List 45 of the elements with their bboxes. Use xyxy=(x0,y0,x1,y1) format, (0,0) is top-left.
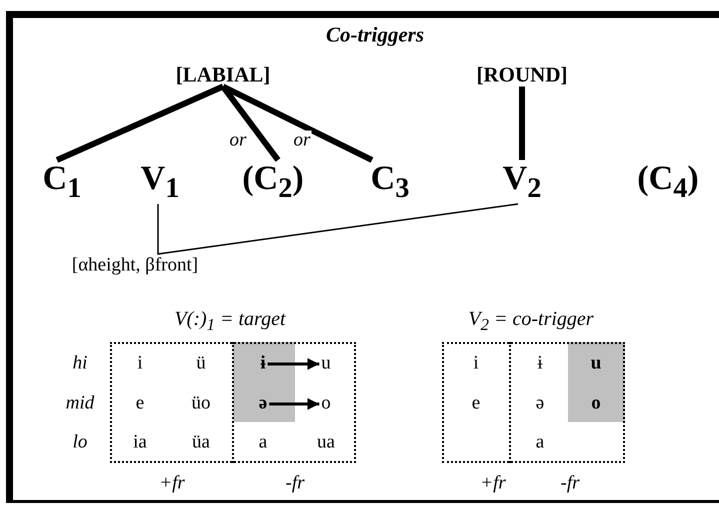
association-line xyxy=(56,84,224,163)
vowel-symbol: o xyxy=(591,394,601,414)
vowel-symbol: i xyxy=(473,354,479,374)
vowel-symbol: ɨ xyxy=(537,354,543,374)
vowel-symbol: üo xyxy=(192,394,210,414)
feature-specification: [αheight, βfront] xyxy=(72,256,198,276)
feature-label: [LABIAL] xyxy=(176,63,270,87)
vowel-symbol: üa xyxy=(192,432,210,454)
row-label: hi xyxy=(72,354,88,374)
segment-label: C$_{1}$ xyxy=(42,160,82,204)
vowel-symbol: e xyxy=(472,394,480,414)
vowel-symbol: ia xyxy=(133,432,147,454)
vowel-symbol: o xyxy=(321,394,331,414)
column-label: +fr xyxy=(480,474,506,494)
association-line xyxy=(222,84,374,163)
table-heading: V(:)$_{1}$ = target xyxy=(174,308,286,334)
vowel-symbol: i xyxy=(137,354,143,374)
column-label: -fr xyxy=(560,474,580,494)
vowel-symbol: u xyxy=(321,354,331,374)
row-label: lo xyxy=(72,432,88,454)
vowel-symbol: u xyxy=(590,354,602,374)
segment-label: (C$_{4}$) xyxy=(637,160,699,204)
vowel-symbol: ua xyxy=(317,432,335,454)
arrow xyxy=(269,398,320,410)
vowel-symbol: e xyxy=(136,394,144,414)
association-line xyxy=(220,84,280,162)
association-line xyxy=(519,86,525,160)
association-line xyxy=(157,203,518,255)
column-label: +fr xyxy=(159,474,185,494)
segment-label: V$_{2}$ xyxy=(502,160,542,204)
segment-label: V$_{1}$ xyxy=(140,160,180,204)
table-heading: V$_{2}$ = co-trigger xyxy=(468,308,594,334)
feature-label: [ROUND] xyxy=(476,63,568,87)
row-label: mid xyxy=(66,394,94,414)
vowel-symbol: ə xyxy=(258,394,268,414)
vowel-symbol: ü xyxy=(196,354,206,374)
vowel-symbol: a xyxy=(536,432,544,454)
vowel-symbol: ə xyxy=(536,394,544,414)
diagram-title: Co-triggers xyxy=(326,23,424,47)
arrow xyxy=(268,358,320,370)
column-label: -fr xyxy=(286,474,304,494)
vowel-symbol: ɨ xyxy=(260,354,266,374)
segment-label: C$_{3}$ xyxy=(370,160,410,204)
vowel-symbol: a xyxy=(258,432,268,454)
segment-label: (C$_{2}$) xyxy=(242,160,304,204)
